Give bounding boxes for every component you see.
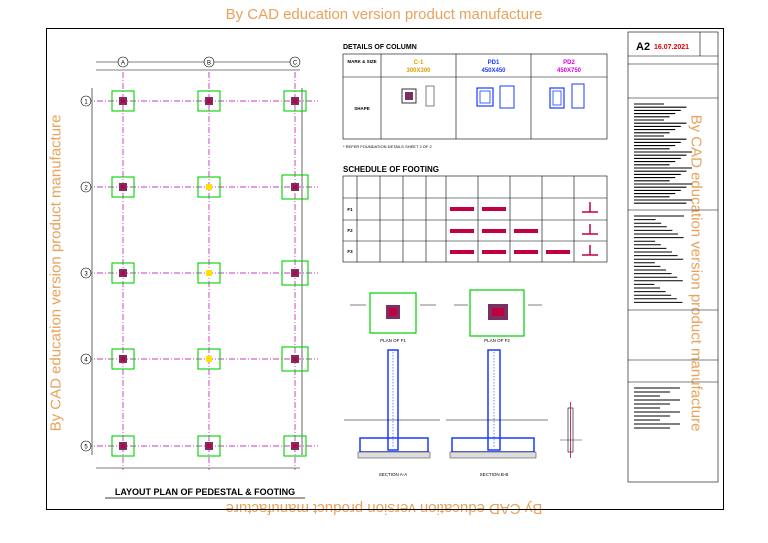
footing-outline	[197, 348, 221, 370]
pedestal-core	[121, 444, 125, 448]
pedestal-core	[207, 99, 211, 103]
grid-bubble-row	[80, 440, 92, 452]
column-size: 450X750	[557, 68, 582, 74]
grid-bubble-row	[80, 267, 92, 279]
footing-outline	[111, 90, 135, 112]
column-size: 300X300	[406, 68, 431, 74]
footing-outline	[281, 260, 309, 286]
row-header-shape: SHAPE	[354, 106, 370, 111]
column-details-table	[342, 53, 608, 140]
grid-col-label: C	[293, 61, 298, 67]
column-details-note: * REFER FOUNDATION DETAILS SHEET 2 OF 2	[343, 144, 432, 149]
grid-row-label: 3	[84, 272, 88, 278]
grid-row-label: 4	[84, 358, 88, 364]
footing-outline	[111, 176, 135, 198]
pedestal-core	[293, 185, 297, 189]
column-mark: PD2	[563, 60, 575, 66]
grid-bubble-col	[203, 56, 215, 68]
plan-f2-label: PLAN OF F2	[484, 338, 510, 343]
bolt-detail	[560, 402, 582, 458]
pedestal-core	[293, 99, 297, 103]
pedestal-core	[121, 185, 125, 189]
footing-outline	[197, 176, 221, 198]
grid-bubble-row	[80, 353, 92, 365]
column-mark: PD1	[488, 60, 500, 66]
footing-outline	[197, 435, 221, 457]
sheet-size: A2	[636, 41, 650, 53]
grid-bubble-col	[289, 56, 301, 68]
sheet-date: 16.07.2021	[654, 44, 689, 51]
grid-row-label: 1	[84, 100, 88, 106]
grid-bubble-row	[80, 95, 92, 107]
grid-row-label: 5	[84, 445, 88, 451]
footing-schedule-fills	[450, 202, 598, 256]
pedestal-core	[121, 99, 125, 103]
pedestal-core	[121, 357, 125, 361]
footing-outline	[281, 346, 309, 372]
column-mark: C-1	[414, 60, 424, 66]
footing-outline	[281, 174, 309, 200]
pedestal-core	[121, 271, 125, 275]
footing-outline	[197, 90, 221, 112]
section-a-detail	[344, 349, 440, 459]
plan-f1-label: PLAN OF F1	[380, 338, 406, 343]
watermark-top: By CAD education version product manufac…	[225, 6, 543, 23]
pedestal-core	[293, 271, 297, 275]
section-a-label: SECTION A-A	[379, 472, 408, 477]
column-size: 450X450	[481, 68, 506, 74]
grid-col-label: B	[207, 61, 211, 67]
footing-row-label: F1	[347, 207, 353, 212]
row-header-mark: MARK & SIZE	[347, 59, 376, 64]
footing-row-label: F3	[347, 249, 353, 254]
column-shape-sketches	[401, 83, 585, 109]
plan-title: LAYOUT PLAN OF PEDESTAL & FOOTING	[115, 487, 295, 497]
grid-col-label: A	[121, 61, 125, 67]
footing-schedule-title: SCHEDULE OF FOOTING	[343, 165, 439, 174]
column-marker	[206, 356, 212, 362]
column-marker	[206, 184, 212, 190]
footing-outline	[111, 348, 135, 370]
column-details-title: DETAILS OF COLUMN	[343, 44, 417, 51]
footing-row-label: F2	[347, 228, 353, 233]
layout-plan: A B C 1 2 3 4 5	[80, 56, 318, 470]
pedestal-core	[207, 444, 211, 448]
grid-bubble-row	[80, 181, 92, 193]
footing-outline	[111, 435, 135, 457]
section-b-label: SECTION B-B	[480, 472, 509, 477]
drawing-sheet	[46, 28, 724, 510]
footing-outline	[283, 435, 307, 457]
column-marker	[206, 270, 212, 276]
plan-f1-detail	[350, 292, 436, 334]
footing-outline	[111, 262, 135, 284]
pedestal-core	[293, 357, 297, 361]
footing-schedule-table	[342, 175, 608, 263]
grid-bubble-col	[117, 56, 129, 68]
section-b-detail	[446, 349, 548, 459]
plan-f2-detail	[454, 289, 542, 337]
title-block	[627, 31, 719, 483]
footing-outline	[197, 262, 221, 284]
grid-row-label: 2	[84, 186, 88, 192]
pedestal-core	[293, 444, 297, 448]
footing-outline	[283, 90, 307, 112]
